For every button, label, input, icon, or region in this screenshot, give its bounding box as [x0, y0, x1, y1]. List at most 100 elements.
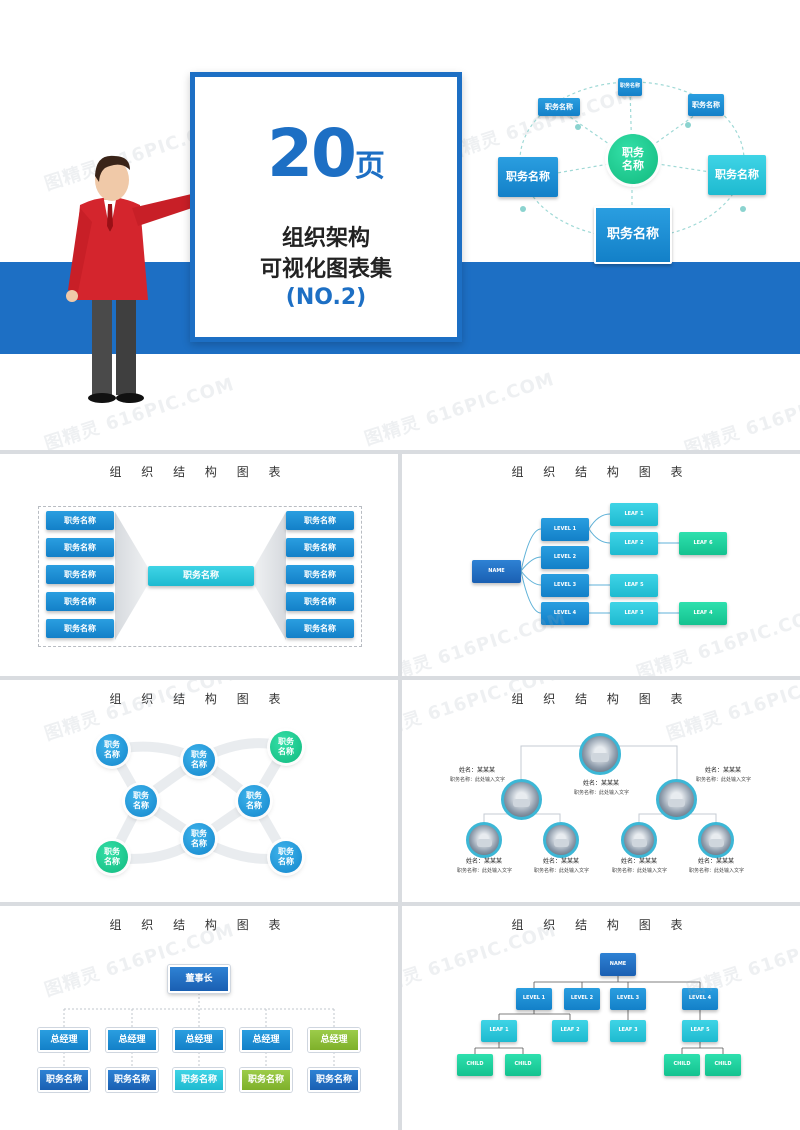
vtree-level-node: LEVEL 3 [610, 988, 646, 1010]
network-node-line-2: 名称 [246, 801, 262, 810]
network-node-line-1: 职务 [133, 791, 149, 801]
person-photo [579, 733, 621, 775]
role-box: 职务名称 [173, 1068, 225, 1092]
manager-box: 总经理 [240, 1028, 292, 1052]
fan-role-box: 职务名称 [286, 511, 354, 530]
fan-role-box: 职务名称 [46, 565, 114, 584]
network-node-line-2: 名称 [278, 857, 294, 866]
person-name: 姓名：某某某 [582, 780, 619, 787]
cover-title-line-1: 组织架构 [281, 226, 370, 251]
cover-slide: 图精灵 616PIC.COM 图精灵 616PIC.COM 图精灵 616PIC… [0, 0, 800, 450]
network-node: 职务名称 [238, 785, 270, 817]
network-node-line-2: 名称 [278, 747, 294, 756]
tree-level-node: LEVEL 1 [541, 518, 589, 541]
person-name: 姓名：某某某 [465, 858, 502, 865]
page-count-unit: 页 [354, 149, 385, 184]
manager-box: 总经理 [106, 1028, 158, 1052]
person-photo [466, 822, 502, 858]
role-box: 职务名称 [38, 1068, 90, 1092]
person-info: 姓名：某某某职务名称：此处输入文字 [450, 766, 506, 784]
tree-leaf-node: LEAF 1 [610, 503, 658, 526]
vtree-child-node: CHILD [505, 1054, 541, 1076]
cover-center-line-2: 名称 [622, 159, 644, 172]
network-node: 职务名称 [96, 734, 128, 766]
role-box: 职务名称 [308, 1068, 360, 1092]
person-role: 职务名称：此处输入文字 [574, 789, 630, 796]
slide-title: 组 织 结 构 图 表 [511, 918, 691, 932]
person-info: 姓名：某某某职务名称：此处输入文字 [612, 857, 667, 875]
vertical-tree-connectors [474, 976, 724, 1054]
network-node: 职务名称 [125, 785, 157, 817]
cover-role-box: 职务名称 [708, 155, 766, 195]
person-info: 姓名：某某某职务名称：此处输入文字 [457, 857, 512, 875]
network-node-line-2: 名称 [191, 760, 207, 769]
vtree-leaf-node: LEAF 2 [552, 1020, 588, 1042]
hierarchy-connectors [63, 993, 335, 1068]
fan-role-box: 职务名称 [46, 592, 114, 611]
connector-dot [740, 206, 746, 212]
manager-box: 总经理 [38, 1028, 90, 1052]
person-photo [656, 779, 697, 820]
cover-role-box: 职务名称 [538, 98, 580, 116]
person-photo [543, 822, 579, 858]
cover-role-box: 职务名称 [498, 157, 558, 197]
cover-radial-connectors [519, 81, 745, 239]
network-node-line-2: 名称 [104, 857, 120, 866]
fan-rays [115, 512, 286, 640]
connector-dot [685, 122, 691, 128]
person-info: 姓名：某某某职务名称：此处输入文字 [689, 857, 744, 875]
fan-role-box: 职务名称 [286, 538, 354, 557]
presenter-illustration [66, 155, 271, 403]
slide-circle-network: 组 织 结 构 图 表 职务名称职务名称职务名称职务名称职务名称职务名称职务名称… [0, 680, 398, 902]
person-photo [621, 822, 657, 858]
dashed-frame [38, 506, 362, 647]
fan-role-box: 职务名称 [286, 565, 354, 584]
fan-role-box: 职务名称 [46, 619, 114, 638]
network-node: 职务名称 [96, 841, 128, 873]
vtree-level-node: LEVEL 4 [682, 988, 718, 1010]
connector-dot [520, 206, 526, 212]
page-count-number: 20 [267, 115, 357, 192]
cover-role-box: 职务名称 [618, 78, 642, 96]
person-info: 姓名：某某某职务名称：此处输入文字 [534, 857, 590, 875]
role-box: 职务名称 [240, 1068, 292, 1092]
person-role: 职务名称：此处输入文字 [534, 867, 590, 874]
person-name: 姓名：某某某 [458, 767, 495, 774]
network-node-line-1: 职务 [104, 740, 120, 750]
network-node-line-1: 职务 [278, 737, 294, 747]
chairman-box: 董事长 [168, 965, 230, 993]
slide-title: 组 织 结 构 图 表 [109, 465, 289, 479]
connector-dot [575, 124, 581, 130]
slide-title: 组 织 结 构 图 表 [109, 692, 289, 706]
slide-company-hierarchy: 组 织 结 构 图 表 董事长 总经理 总经理 总经理 总经理 总经理 职务名称 [0, 906, 398, 1130]
tree-connectors [520, 513, 679, 614]
vtree-child-node: CHILD [664, 1054, 700, 1076]
manager-box: 总经理 [173, 1028, 225, 1052]
network-node-line-2: 名称 [104, 750, 120, 759]
cover-role-box: 职务名称 [688, 94, 724, 116]
cover-subtitle: (NO.2) [285, 285, 367, 310]
slide-title: 组 织 结 构 图 表 [511, 692, 691, 706]
person-role: 职务名称：此处输入文字 [450, 776, 506, 783]
person-name: 姓名：某某某 [620, 858, 657, 865]
person-info: 姓名：某某某职务名称：此处输入文字 [574, 779, 630, 797]
network-node-line-1: 职务 [191, 829, 207, 839]
network-node-line-2: 名称 [191, 839, 207, 848]
vtree-level-node: LEVEL 2 [564, 988, 600, 1010]
vtree-child-node: CHILD [457, 1054, 493, 1076]
network-node: 职务名称 [183, 744, 215, 776]
vtree-level-node: LEVEL 1 [516, 988, 552, 1010]
network-links [107, 738, 291, 864]
slide-title: 组 织 结 构 图 表 [511, 465, 691, 479]
person-name: 姓名：某某某 [542, 858, 579, 865]
fan-role-box: 职务名称 [46, 538, 114, 557]
tree-root-node: NAME [472, 560, 521, 583]
network-node-line-1: 职务 [191, 750, 207, 760]
person-name: 姓名：某某某 [704, 767, 741, 774]
slide-vertical-tree: 组 织 结 构 图 表 [402, 906, 800, 1130]
cover-title-card: 20页 组织架构 可视化图表集 (NO.2) [190, 72, 462, 342]
slide-title: 组 织 结 构 图 表 [109, 918, 289, 932]
slide-horizontal-tree: 组 织 结 构 图 表 NAME LEVEL 1 LEVEL 2 LEVEL 3… [402, 454, 800, 676]
slide-photo-tree: 组 织 结 构 图 表 姓名：某某某职务名称：此处输入文字 姓名：某某某职务名称… [402, 680, 800, 902]
cover-center-node: 职务名称 [608, 134, 658, 184]
